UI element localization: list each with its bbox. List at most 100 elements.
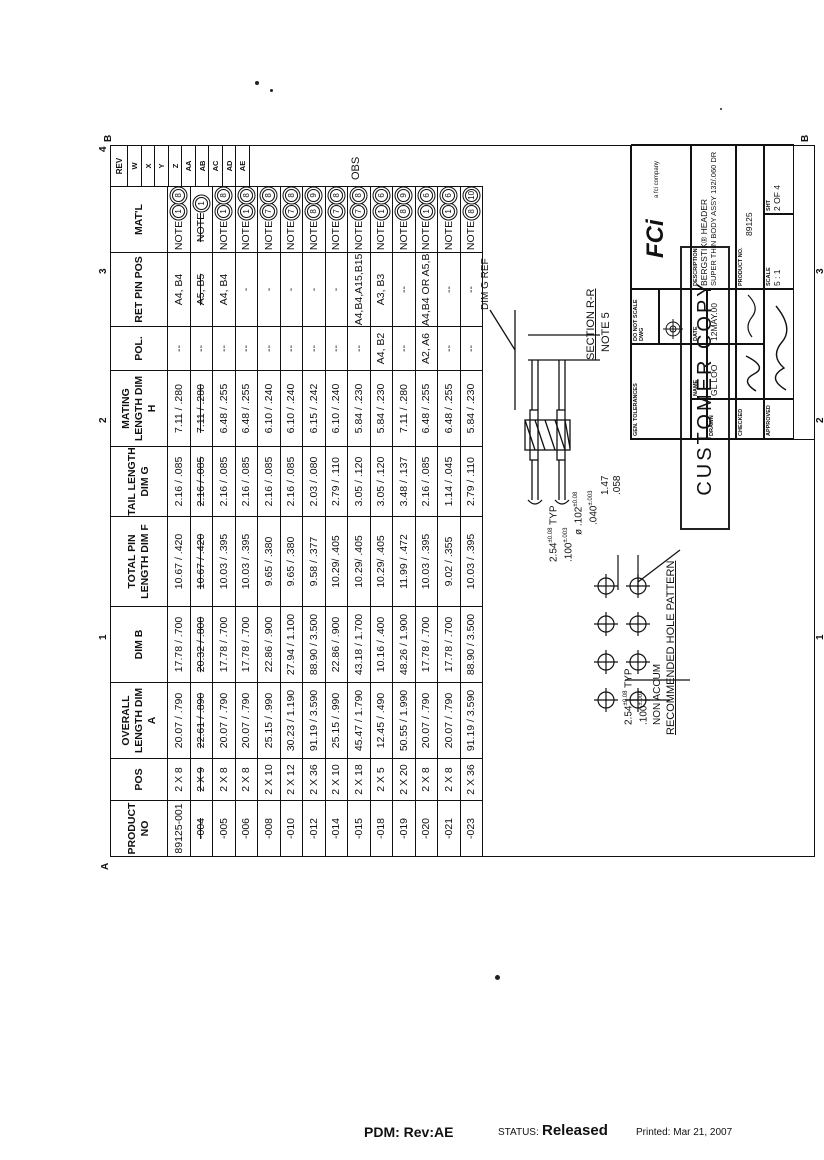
- signature-mark: [774, 305, 788, 391]
- cell-dim-a: 50.55 / 1.990: [392, 682, 415, 759]
- cell-dim-a: 20.07 / .790: [235, 682, 258, 759]
- cell-ret: -: [280, 252, 303, 327]
- drawn-date: 12MAY.00: [709, 303, 719, 341]
- cell-dim-a: 45.47 / 1.790: [347, 682, 370, 759]
- cell-dim-b: 17.78 / .700: [212, 606, 235, 683]
- cell-dim-b: 10.16 / .400: [370, 606, 393, 683]
- cell-product: -015: [347, 800, 370, 857]
- cell-dim-h: 6.48 / .255: [415, 370, 438, 447]
- status-label: STATUS:: [498, 1127, 539, 1138]
- cell-dim-b: 17.78 / .700: [235, 606, 258, 683]
- zone-marker: 2: [98, 417, 109, 423]
- cell-pol: --: [212, 326, 235, 371]
- note-callout-icon: 1: [374, 204, 388, 218]
- hole-icon: [626, 650, 650, 674]
- note-callout-icon: 1: [239, 204, 253, 218]
- cell-dim-f: 9.65 / .380: [257, 516, 280, 607]
- cell-ret: A4,B4 OR A5,B5: [415, 252, 438, 327]
- cell-dim-f: 10.03 / .395: [460, 516, 483, 607]
- note-callout-icon: 6: [374, 188, 388, 202]
- material-label: NOTE: [442, 220, 455, 251]
- cell-pol: --: [167, 326, 190, 371]
- cell-product: -023: [460, 800, 483, 857]
- pdm-revision: PDM: Rev:AE: [364, 1124, 454, 1140]
- hole-icon: [594, 612, 618, 636]
- cell-dim-f: 10.67 / .420: [190, 516, 213, 607]
- cell-dim-a: 20.07 / .790: [437, 682, 460, 759]
- zone-marker: 2: [815, 417, 824, 423]
- cell-dim-g: 2.16 / .085: [280, 446, 303, 517]
- zone-marker: 4: [98, 146, 109, 152]
- cell-dim-f: 10.03 / .395: [212, 516, 235, 607]
- signature-mark: [747, 294, 756, 338]
- name-header: NAME: [691, 344, 707, 399]
- cell-ret: --: [392, 252, 415, 327]
- approved-label: APPROVED: [766, 405, 772, 436]
- column-header: PRODUCT NO: [110, 800, 168, 857]
- cell-dim-g: 1.14 / .045: [437, 446, 460, 517]
- cell-pol: --: [347, 326, 370, 371]
- logo-sub: a fci company: [654, 160, 660, 198]
- desc-line2: SUPER THIN BODY ASSY 132/.060 DR: [709, 151, 718, 286]
- hatch: [544, 419, 556, 451]
- cell-dim-a: 20.07 / .790: [415, 682, 438, 759]
- note-callout-icon: 8: [284, 188, 298, 202]
- section-dim-mm: 1.47: [600, 475, 611, 495]
- cell-dim-g: 2.16 / .085: [235, 446, 258, 517]
- checked-signature-cell: [736, 344, 764, 399]
- cell-dim-f: 10.67 / .420: [167, 516, 190, 607]
- drawn-name: GL LOO: [709, 364, 719, 396]
- revision-letter: Y: [155, 145, 169, 187]
- note-callout-icon: 1: [194, 196, 208, 210]
- tol-label: GEN. TOLERANCES: [633, 383, 639, 436]
- cell-dim-a: 20.07 / .790: [167, 682, 190, 759]
- revision-letter: AE: [236, 145, 250, 187]
- pitch-mm: 2.54: [548, 542, 560, 562]
- cell-dim-f: 10.29/ .405: [347, 516, 370, 607]
- dia-symbol: ø: [573, 528, 585, 535]
- cell-dim-a: 91.19 / 3.590: [460, 682, 483, 759]
- cell-dim-b: 88.90 / 3.500: [460, 606, 483, 683]
- material-label: NOTE: [397, 220, 410, 251]
- hole-icon: [626, 612, 650, 636]
- cell-dim-g: 2.16 / .085: [167, 446, 190, 517]
- material-label: NOTE: [285, 220, 298, 251]
- section-dim: 1.47 .058: [600, 476, 624, 495]
- column-header: POS: [110, 758, 168, 801]
- cell-pos: 2 X 36: [302, 758, 325, 801]
- section-flange: [529, 409, 539, 461]
- material-label: NOTE: [217, 220, 230, 251]
- signature-mark: [745, 355, 761, 392]
- note-callout-icon: 8: [329, 188, 343, 202]
- cell-ret: -: [235, 252, 258, 327]
- hole-icon: [594, 650, 618, 674]
- cell-dim-f: 10.29/ .405: [325, 516, 348, 607]
- leader-line: [489, 309, 516, 351]
- pin-line: [531, 360, 539, 500]
- cell-pol: --: [325, 326, 348, 371]
- cell-dim-g: 2.16 / .085: [257, 446, 280, 517]
- no-scale-cell: DO NOT SCALE DWG: [631, 289, 659, 344]
- cell-pol: --: [437, 326, 460, 371]
- pitch-in: .100: [638, 705, 650, 725]
- zone-marker: A: [100, 862, 111, 870]
- note-callout-icon: 1: [442, 204, 456, 218]
- drawn-date-cell: 12MAY.00: [707, 289, 736, 344]
- approved-label-cell: APPROVED: [764, 399, 794, 439]
- section-body: [524, 419, 571, 451]
- revision-letter: W: [128, 145, 142, 187]
- cell-dim-h: 6.48 / .255: [437, 370, 460, 447]
- note-callout-icon: 8: [239, 188, 253, 202]
- cell-product: -008: [257, 800, 280, 857]
- status-value: Released: [542, 1122, 608, 1139]
